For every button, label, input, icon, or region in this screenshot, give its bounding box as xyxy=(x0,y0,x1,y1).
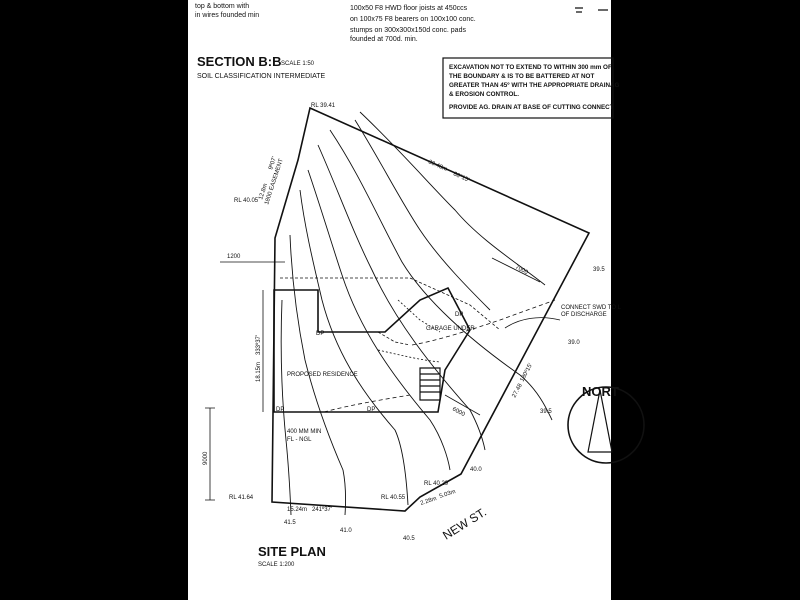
contour-41-5: 41.5 xyxy=(284,520,296,526)
north-arrow: NORT xyxy=(567,384,645,464)
note-top-left-1: top & bottom with xyxy=(195,3,249,10)
note-top-center-3: stumps on 300x300x150d conc. pads xyxy=(350,27,466,34)
excavation-note-line-3: GREATER THAN 45º WITH THE APPROPRIATE DR… xyxy=(449,82,620,89)
site-plan-title: SITE PLAN xyxy=(258,544,326,559)
dim-1200: 1200 xyxy=(227,254,241,260)
dp-marker: DP xyxy=(367,407,375,413)
rl-bottom-mid: RL 40.55 xyxy=(381,495,406,501)
dim-right-ang: 180º15' xyxy=(519,362,535,383)
dim-top-len: 30.48m xyxy=(427,159,448,173)
fill-note-2: FL - NGL xyxy=(287,437,312,443)
dim-house-len: 18.15m xyxy=(256,362,262,382)
dim-9000: 9000 xyxy=(203,451,209,465)
contour-40-5: 40.5 xyxy=(403,536,415,542)
note-top-center-2: on 100x75 F8 bearers on 100x100 conc. xyxy=(350,16,476,23)
garage-under-label: GARAGE UNDER xyxy=(426,326,475,332)
section-title: SECTION B:B xyxy=(197,54,282,69)
dim-top-ang: 88º15' xyxy=(452,170,470,183)
dp-marker: DP xyxy=(455,312,463,318)
note-top-left-2: in wires founded min xyxy=(195,12,259,19)
dim-corner-len: 2.28m xyxy=(420,496,438,507)
section-scale: SCALE 1:50 xyxy=(281,61,315,67)
corner-marks xyxy=(575,7,608,13)
contour-39-5-b: 39.5 xyxy=(540,409,552,415)
street-label: NEW ST. xyxy=(440,505,489,543)
dim-bottom-len: 15.24m xyxy=(287,507,307,513)
rl-bottom-left: RL 41.64 xyxy=(229,495,254,501)
note-top-center-4: founded at 700d. min. xyxy=(350,36,418,43)
garage-outline xyxy=(280,277,501,346)
connect-note-2: OF DISCHARGE xyxy=(561,312,607,318)
excavation-note-line-1: EXCAVATION NOT TO EXTEND TO WITHIN 300 m… xyxy=(449,64,612,71)
excavation-note-line-5: PROVIDE AG. DRAIN AT BASE OF CUTTING CON… xyxy=(449,104,614,111)
north-label: NORT xyxy=(582,384,619,399)
contour-39-0: 39.0 xyxy=(568,340,580,346)
dim-house-ang: 333º37' xyxy=(255,335,262,355)
rl-bottom-right: RL 40.29 xyxy=(424,481,449,487)
rl-left-upper: RL 40.05 xyxy=(234,198,259,204)
proposed-residence-label: PROPOSED RESIDENCE xyxy=(287,372,358,378)
fill-note-1: 400 MM MIN xyxy=(287,429,321,435)
site-plan-scale: SCALE 1:200 xyxy=(258,562,295,568)
dimension-lines xyxy=(205,257,561,501)
dim-7000: 7000 xyxy=(514,264,529,276)
drawing-sheet xyxy=(188,0,611,600)
rl-top: RL 39.41 xyxy=(311,103,336,109)
dp-marker: DP xyxy=(276,407,284,413)
proposed-residence-outline xyxy=(273,286,471,413)
dim-bottom-ang: 241º37' xyxy=(312,506,332,513)
dim-left-upper-len: 12.8m xyxy=(258,183,269,201)
excavation-note-box xyxy=(442,57,614,119)
contour-40-0: 40.0 xyxy=(470,467,482,473)
soil-classification: SOIL CLASSIFICATION INTERMEDIATE xyxy=(197,73,326,80)
dim-6000: 6000 xyxy=(451,406,466,418)
excavation-note-line-2: THE BOUNDARY & IS TO BE BATTERED AT NOT xyxy=(449,73,594,80)
stairs xyxy=(419,367,441,401)
connect-note-1: CONNECT SWD TO L xyxy=(561,305,622,311)
note-top-center-1: 100x50 F8 HWD floor joists at 450ccs xyxy=(350,5,468,12)
dim-corner-ang: 5.03m xyxy=(439,489,457,500)
dim-left-upper-ang: 9º07' xyxy=(267,156,278,171)
dp-marker: DP xyxy=(316,331,324,337)
contour-41-0: 41.0 xyxy=(340,528,352,534)
drain-line xyxy=(323,299,556,413)
site-boundary xyxy=(271,106,591,512)
dim-right-len: 27.48 xyxy=(511,382,524,399)
excavation-note-line-4: & EROSION CONTROL. xyxy=(449,91,519,98)
excavation-line xyxy=(377,299,441,363)
contour-39-5-a: 39.5 xyxy=(593,267,605,273)
contour-lines xyxy=(280,111,553,516)
